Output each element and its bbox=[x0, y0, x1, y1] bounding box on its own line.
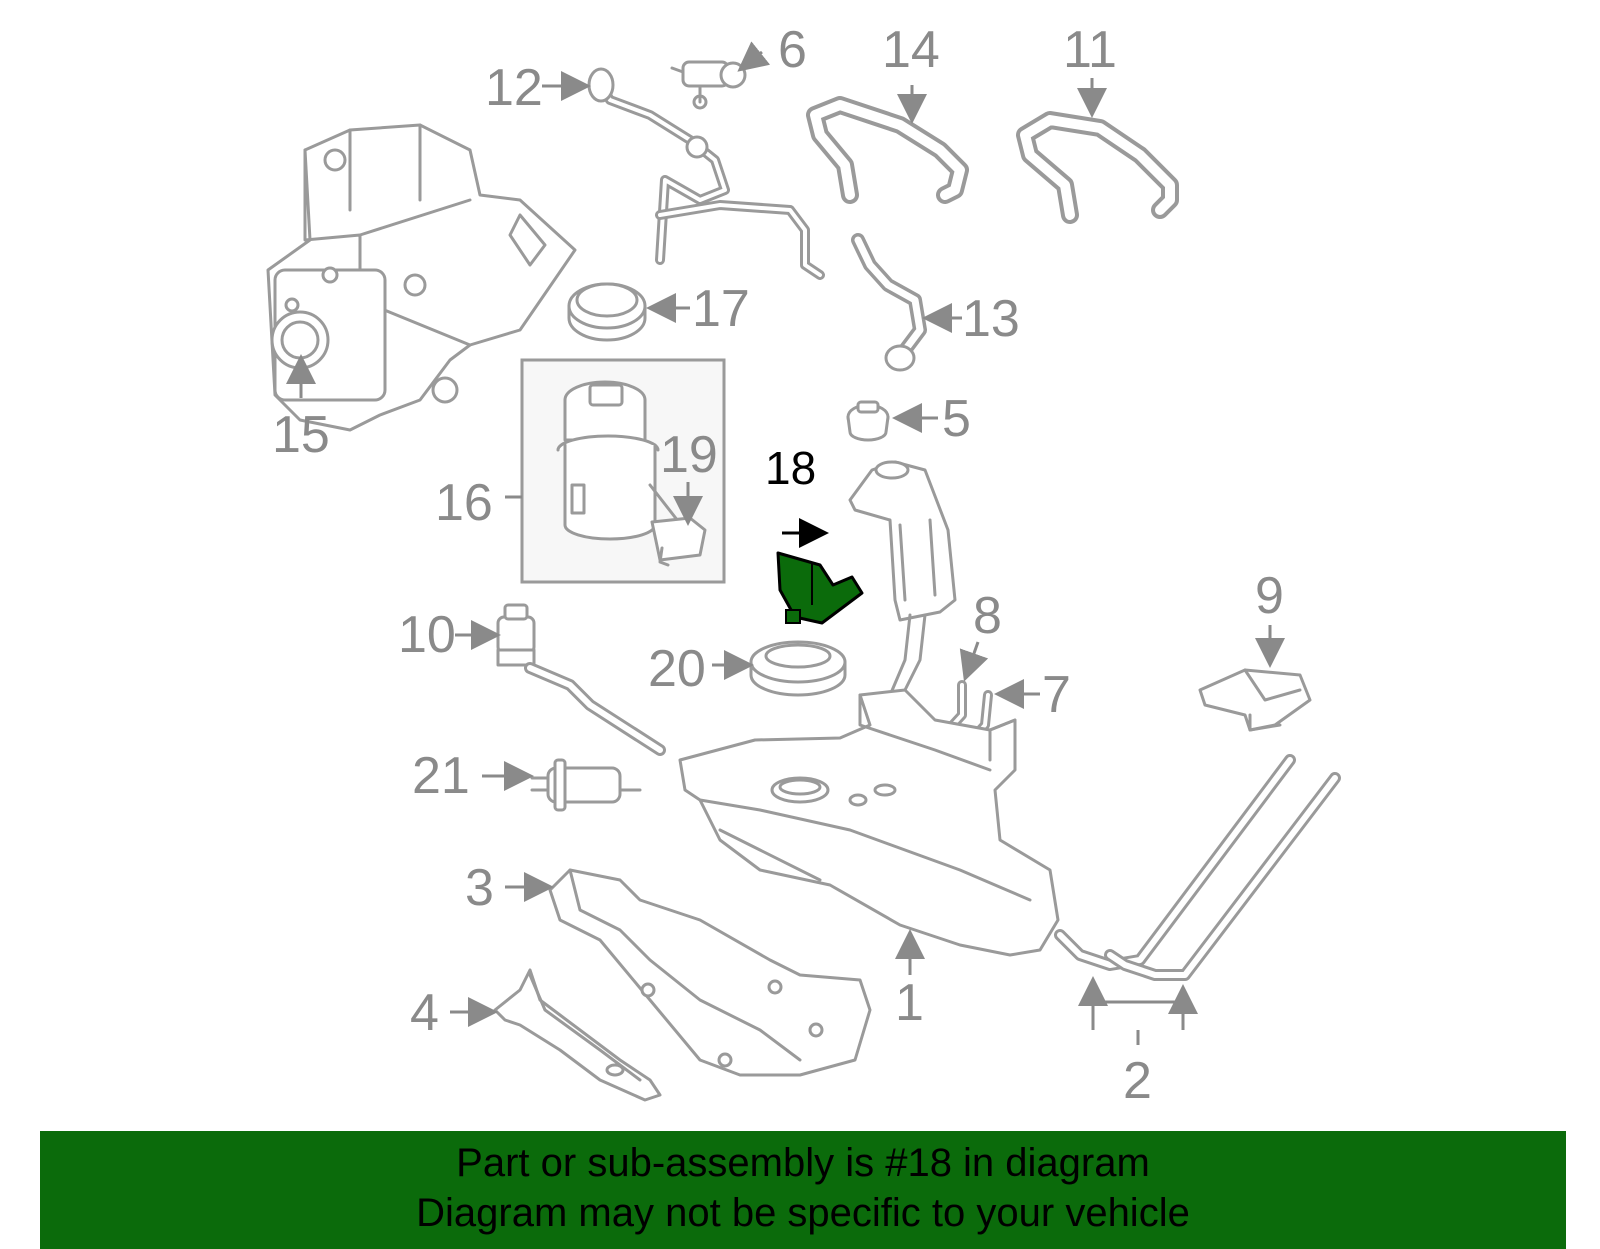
part-2-straps bbox=[1054, 754, 1341, 981]
callout-17: 17 bbox=[692, 280, 750, 338]
callout-9: 9 bbox=[1255, 567, 1284, 625]
callout-12: 12 bbox=[485, 59, 543, 117]
part-11-hose bbox=[1016, 111, 1179, 224]
callout-19: 19 bbox=[660, 426, 718, 484]
callout-8: 8 bbox=[973, 587, 1002, 645]
info-banner: Part or sub-assembly is #18 in diagram D… bbox=[40, 1131, 1566, 1249]
callout-1: 1 bbox=[895, 974, 924, 1032]
callout-20: 20 bbox=[648, 640, 706, 698]
banner-line-part: Part or sub-assembly is #18 in diagram bbox=[456, 1141, 1150, 1185]
part-12-fuel-line bbox=[587, 67, 825, 280]
part-13-hose bbox=[851, 233, 927, 372]
callout-16: 16 bbox=[435, 474, 493, 532]
part-3-heat-shield bbox=[548, 868, 872, 1077]
callout-10: 10 bbox=[398, 606, 456, 664]
callout-4: 4 bbox=[410, 984, 439, 1042]
part-4-bracket bbox=[493, 968, 662, 1102]
bracket-2 bbox=[1078, 976, 1198, 1045]
arrow-8 bbox=[959, 641, 989, 682]
part-10-valve bbox=[496, 603, 666, 756]
part-5-cap bbox=[846, 400, 890, 442]
callout-11: 11 bbox=[1063, 21, 1117, 79]
callout-7: 7 bbox=[1042, 666, 1071, 724]
callout-14: 14 bbox=[882, 21, 940, 79]
part-20-seal bbox=[749, 640, 847, 697]
callout-3: 3 bbox=[465, 859, 494, 917]
callout-2: 2 bbox=[1123, 1052, 1152, 1110]
part-17-ring bbox=[567, 282, 647, 342]
part-16-pump-module bbox=[520, 358, 726, 584]
callout-18: 18 bbox=[765, 442, 816, 494]
callout-6: 6 bbox=[778, 21, 807, 79]
callout-5: 5 bbox=[942, 390, 971, 448]
callout-21: 21 bbox=[412, 747, 470, 805]
banner-line-disclaimer: Diagram may not be specific to your vehi… bbox=[416, 1191, 1190, 1235]
part-14-hose bbox=[806, 96, 969, 204]
part-6-sensor bbox=[670, 60, 747, 110]
part-18-highlighted bbox=[776, 551, 864, 625]
filler-neck bbox=[848, 460, 957, 722]
part-9-bracket bbox=[1198, 668, 1312, 732]
arrow-6 bbox=[737, 41, 771, 72]
part-21-filter bbox=[530, 758, 642, 812]
callout-15: 15 bbox=[272, 406, 330, 464]
part-1-fuel-tank bbox=[678, 688, 1060, 957]
callout-13: 13 bbox=[962, 290, 1020, 348]
